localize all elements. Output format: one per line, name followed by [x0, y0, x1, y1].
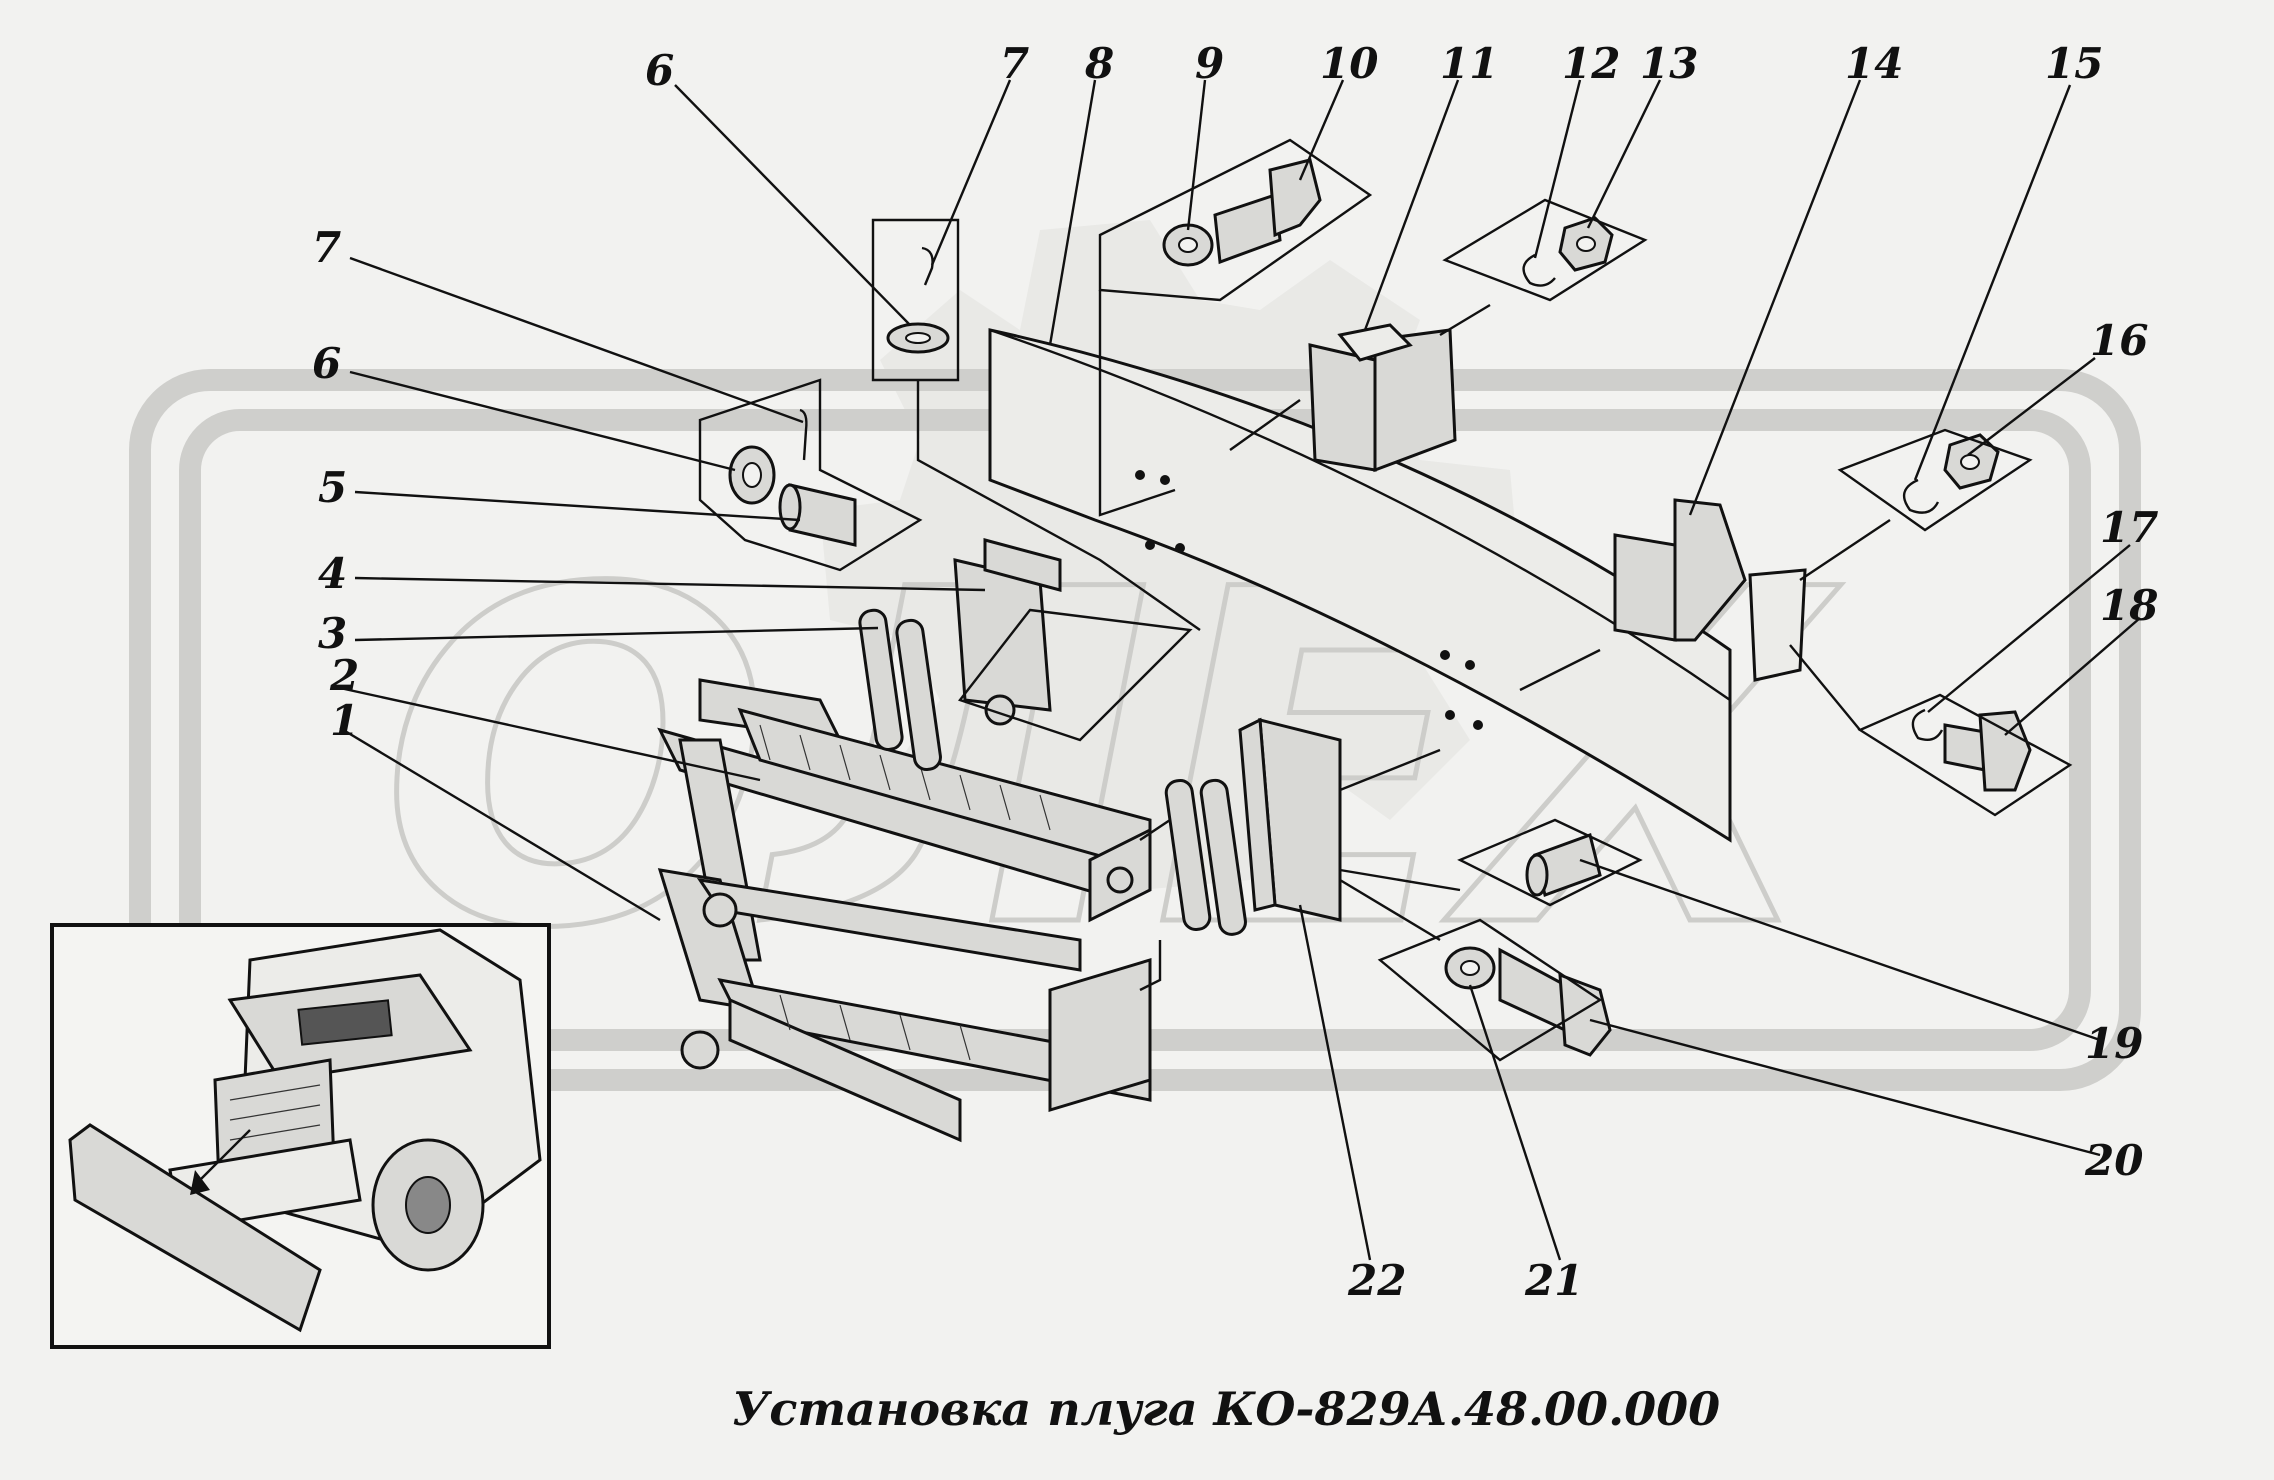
- callout-8: 8: [1084, 39, 1114, 88]
- left-links: [858, 608, 942, 771]
- callout-7-left: 7: [312, 223, 341, 272]
- callout-12: 12: [1562, 39, 1620, 88]
- callout-20: 20: [2084, 1136, 2143, 1185]
- callout-6-top: 6: [645, 46, 674, 95]
- callout-7-top: 7: [1000, 39, 1029, 88]
- right-bracket: [1164, 717, 1342, 936]
- callout-4: 4: [318, 549, 347, 598]
- callout-3: 3: [318, 609, 347, 658]
- group-frames: [698, 138, 2073, 1062]
- figure-caption: Установка плуга КО-829А.48.00.000: [732, 1382, 1720, 1436]
- assembly-lines: [916, 290, 1891, 992]
- front-beam: [988, 328, 1732, 843]
- callout-13: 13: [1640, 39, 1698, 88]
- callout-22: 22: [1347, 1256, 1406, 1305]
- callout-14: 14: [1845, 39, 1903, 88]
- callout-15: 15: [2045, 39, 2103, 88]
- callout-21: 21: [1524, 1256, 1583, 1305]
- callout-18: 18: [2100, 581, 2158, 630]
- callout-17: 17: [2100, 503, 2158, 552]
- left-bracket: [953, 538, 1062, 726]
- callout-9: 9: [1195, 39, 1224, 88]
- callout-leaders: [339, 79, 2141, 1261]
- callout-11: 11: [1440, 39, 1498, 88]
- callout-10: 10: [1320, 39, 1378, 88]
- small-parts: [728, 158, 2032, 1057]
- callout-1: 1: [330, 696, 359, 745]
- callout-6-left: 6: [312, 339, 341, 388]
- callout-2: 2: [329, 651, 359, 700]
- truck-inset: [50, 923, 551, 1349]
- callout-numbers: 1 2 3 4 5 6 6 7 7 8 9 10 11 12 13 14 15 …: [312, 39, 2158, 1305]
- push-frame: [657, 678, 1152, 1143]
- callout-19: 19: [2085, 1019, 2143, 1068]
- bracket-11: [1308, 323, 1457, 473]
- callout-5: 5: [318, 463, 347, 512]
- callout-16: 16: [2090, 316, 2148, 365]
- bracket-14: [1613, 498, 1807, 682]
